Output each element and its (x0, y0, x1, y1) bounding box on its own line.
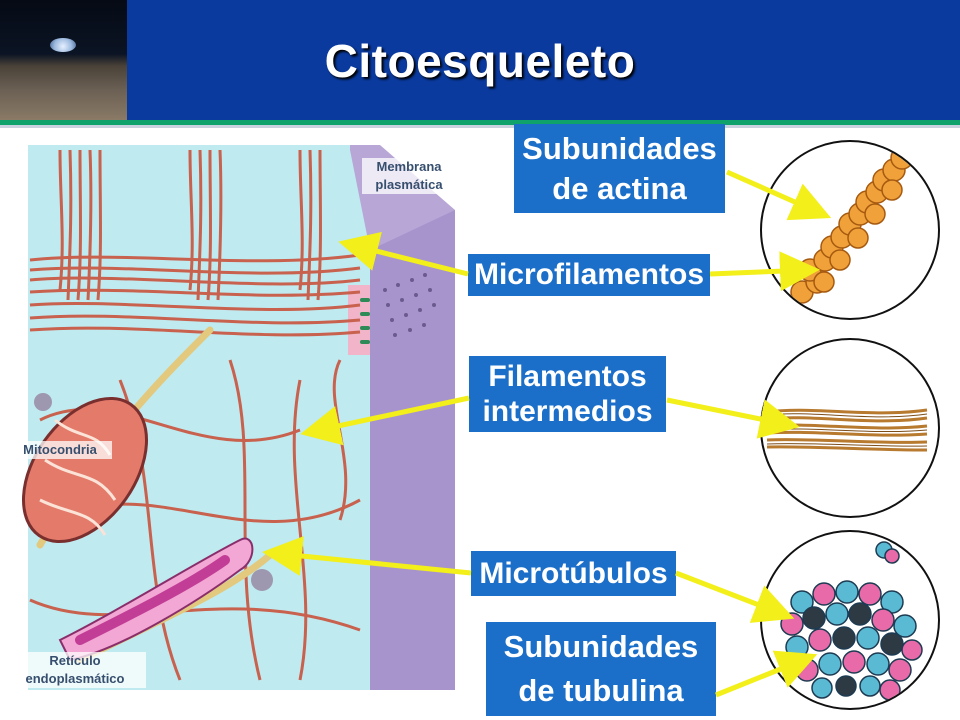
actin-subunits-line1: Subunidades (522, 131, 717, 166)
microtubule-illustration (780, 541, 923, 701)
microfilaments-label: Microfilamentos (468, 254, 710, 296)
earth-icon (50, 38, 76, 52)
actin-illustration (790, 146, 914, 304)
er-label: Retículo endoplasmático (4, 652, 146, 688)
mitochondria-label: Mitocondria (8, 441, 112, 459)
membrane-label: Membrana plasmática (362, 158, 456, 194)
tubulin-subunits-line2: de tubulina (518, 673, 684, 708)
intermediate-filaments-line2: intermedios (482, 395, 653, 428)
er-label-line1: Retículo (49, 653, 101, 668)
intermediate-filament-illustration (766, 408, 928, 452)
cell-illustration (21, 145, 455, 690)
membrane-label-line1: Membrana (376, 159, 442, 174)
intermediate-filament-circle (760, 338, 940, 518)
intermediate-filaments-line1: Filamentos (488, 360, 647, 393)
earth-photo (0, 0, 127, 120)
tubulin-subunits-line1: Subunidades (503, 629, 699, 664)
tubulin-subunits-label: Subunidades de tubulina (486, 622, 716, 716)
slide-header: Citoesqueleto (0, 0, 960, 120)
slide-title: Citoesqueleto (324, 35, 636, 87)
actin-subunits-line2: de actina (552, 171, 687, 206)
intermediate-filaments-label: Filamentos intermedios (469, 356, 666, 432)
membrane-label-line2: plasmática (375, 177, 443, 192)
header-stripe (0, 120, 960, 125)
er-label-line2: endoplasmático (25, 671, 125, 686)
microtubule-circle (760, 530, 940, 710)
actin-subunits-label: Subunidades de actina (514, 124, 725, 213)
microtubules-label: Microtúbulos (471, 551, 676, 596)
actin-circle (760, 140, 940, 320)
header-stripe-light (0, 125, 960, 128)
